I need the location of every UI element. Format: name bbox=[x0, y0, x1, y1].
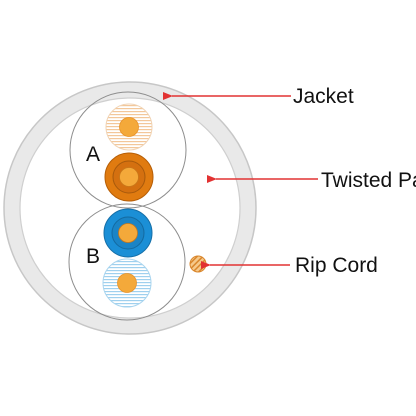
pair-b-label: B bbox=[86, 245, 100, 268]
rip-cord bbox=[189, 255, 207, 273]
wire-orange-white bbox=[105, 103, 153, 151]
pair-a-label: A bbox=[86, 143, 100, 166]
wire-blue bbox=[103, 208, 153, 258]
rip-cord-label: Rip Cord bbox=[295, 254, 378, 277]
twisted-pair-label: Twisted Pair bbox=[321, 169, 416, 192]
wire-orange bbox=[104, 152, 154, 202]
pair-b-boundary bbox=[68, 203, 186, 321]
jacket-label: Jacket bbox=[293, 85, 354, 108]
twisted-pair-a: A bbox=[69, 91, 187, 209]
wire-blue-white bbox=[102, 258, 152, 308]
pair-a-boundary bbox=[69, 91, 187, 209]
twisted-pair-b: B bbox=[68, 203, 186, 321]
